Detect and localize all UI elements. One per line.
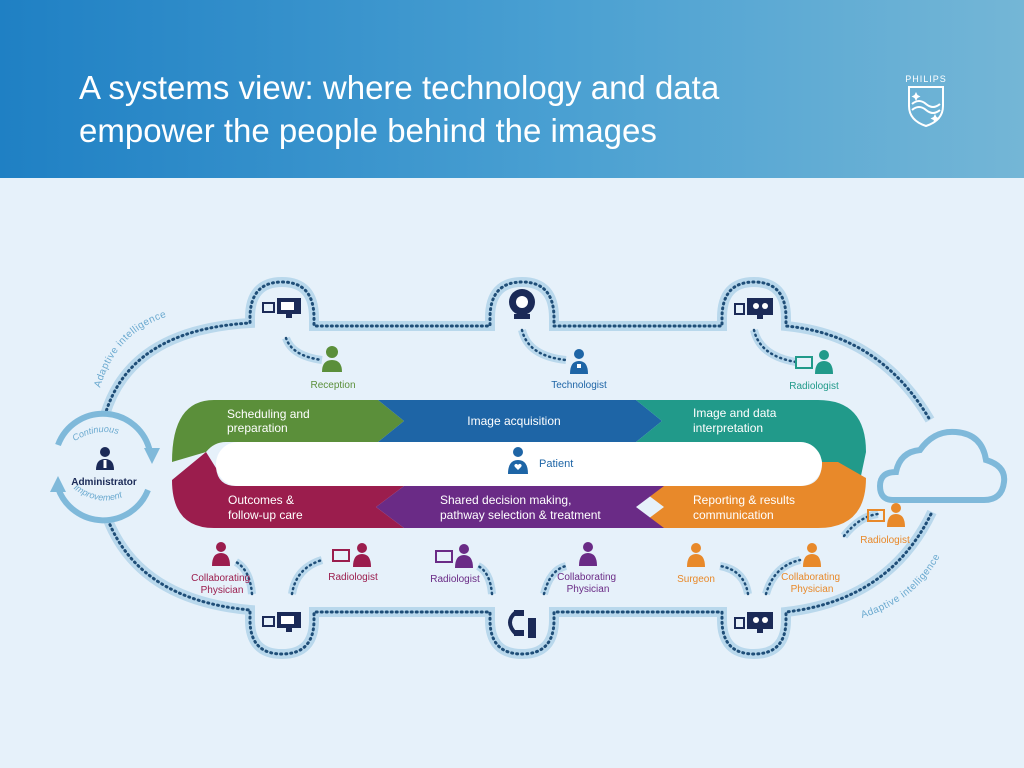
- administrator-label: Administrator: [71, 477, 137, 488]
- continuous-label: Continuous: [71, 424, 121, 443]
- radiologist-bottom-2-label: Radiologist: [430, 574, 480, 585]
- cloud-icon: [876, 428, 1008, 503]
- label-shared-decision: Shared decision making, pathway selectio…: [440, 493, 601, 522]
- radiologist-bottom-1-icon: [332, 543, 371, 567]
- collab-middle-label: Collaborating Physician: [557, 572, 619, 595]
- radiologist-bottom-1-label: Radiologist: [328, 572, 378, 583]
- page-title: A systems view: where technology and dat…: [79, 66, 869, 152]
- workstation-icon: [262, 612, 301, 632]
- radiologist-right-icon: [867, 503, 905, 527]
- mri-scanner-icon: [509, 289, 535, 319]
- care-cycle-diagram: Adaptive intelligence Adaptive intellige…: [50, 276, 1008, 660]
- segment-shared-decision: [376, 486, 664, 528]
- reception-person-icon: [322, 346, 342, 372]
- header-banner: A systems view: where technology and dat…: [0, 0, 1024, 178]
- reception-label: Reception: [310, 380, 355, 391]
- collab-right-label: Collaborating Physician: [781, 572, 843, 595]
- segment-reporting: [636, 462, 866, 528]
- surgeon-person-icon: [687, 543, 705, 567]
- radiologist-top-icon: [795, 350, 833, 374]
- philips-logo: PHILIPS: [903, 74, 949, 128]
- collab-left-person-icon: [212, 542, 230, 566]
- radiologist-bottom-2-icon: [435, 544, 473, 568]
- image-viewer-icon: [734, 612, 773, 633]
- label-scheduling: Scheduling and preparation: [227, 407, 313, 435]
- ring-arrow-left-icon: [50, 476, 66, 492]
- technologist-label: Technologist: [551, 380, 607, 391]
- collab-middle-person-icon: [579, 542, 597, 566]
- segment-acquisition: [378, 400, 662, 442]
- patient-label: Patient: [539, 458, 573, 470]
- ring-arrow-right-icon: [144, 448, 160, 464]
- outer-loop: [100, 276, 937, 660]
- patient-icon: [508, 447, 528, 474]
- radiologist-top-label: Radiologist: [789, 381, 839, 392]
- radiologist-right-label: Radiologist: [860, 535, 910, 546]
- segment-scheduling: [172, 400, 404, 462]
- collab-right-person-icon: [803, 543, 821, 567]
- segment-interpretation: [636, 400, 866, 490]
- workstation-icon: [262, 298, 301, 318]
- title-line-2: empower the people behind the images: [79, 112, 657, 149]
- image-viewer-icon: [734, 298, 773, 319]
- collab-left-label: Collaborating Physician: [191, 573, 253, 596]
- label-reporting: Reporting & results communication: [693, 493, 798, 522]
- segment-outcomes: [172, 452, 404, 528]
- technologist-person-icon: [570, 349, 588, 374]
- administrator-icon: [96, 447, 114, 470]
- c-arm-icon: [508, 610, 536, 638]
- philips-shield-icon: [908, 86, 944, 128]
- care-cycle: [172, 400, 866, 528]
- logo-wordmark: PHILIPS: [905, 74, 947, 84]
- continuous-improvement-ring: Continuous Improvement Administrator: [50, 410, 160, 524]
- title-line-1: A systems view: where technology and dat…: [79, 69, 720, 106]
- surgeon-label: Surgeon: [677, 574, 715, 585]
- label-interpretation: Image and data interpretation: [693, 406, 780, 435]
- label-acquisition: Image acquisition: [467, 414, 560, 428]
- label-outcomes: Outcomes & follow-up care: [228, 493, 303, 522]
